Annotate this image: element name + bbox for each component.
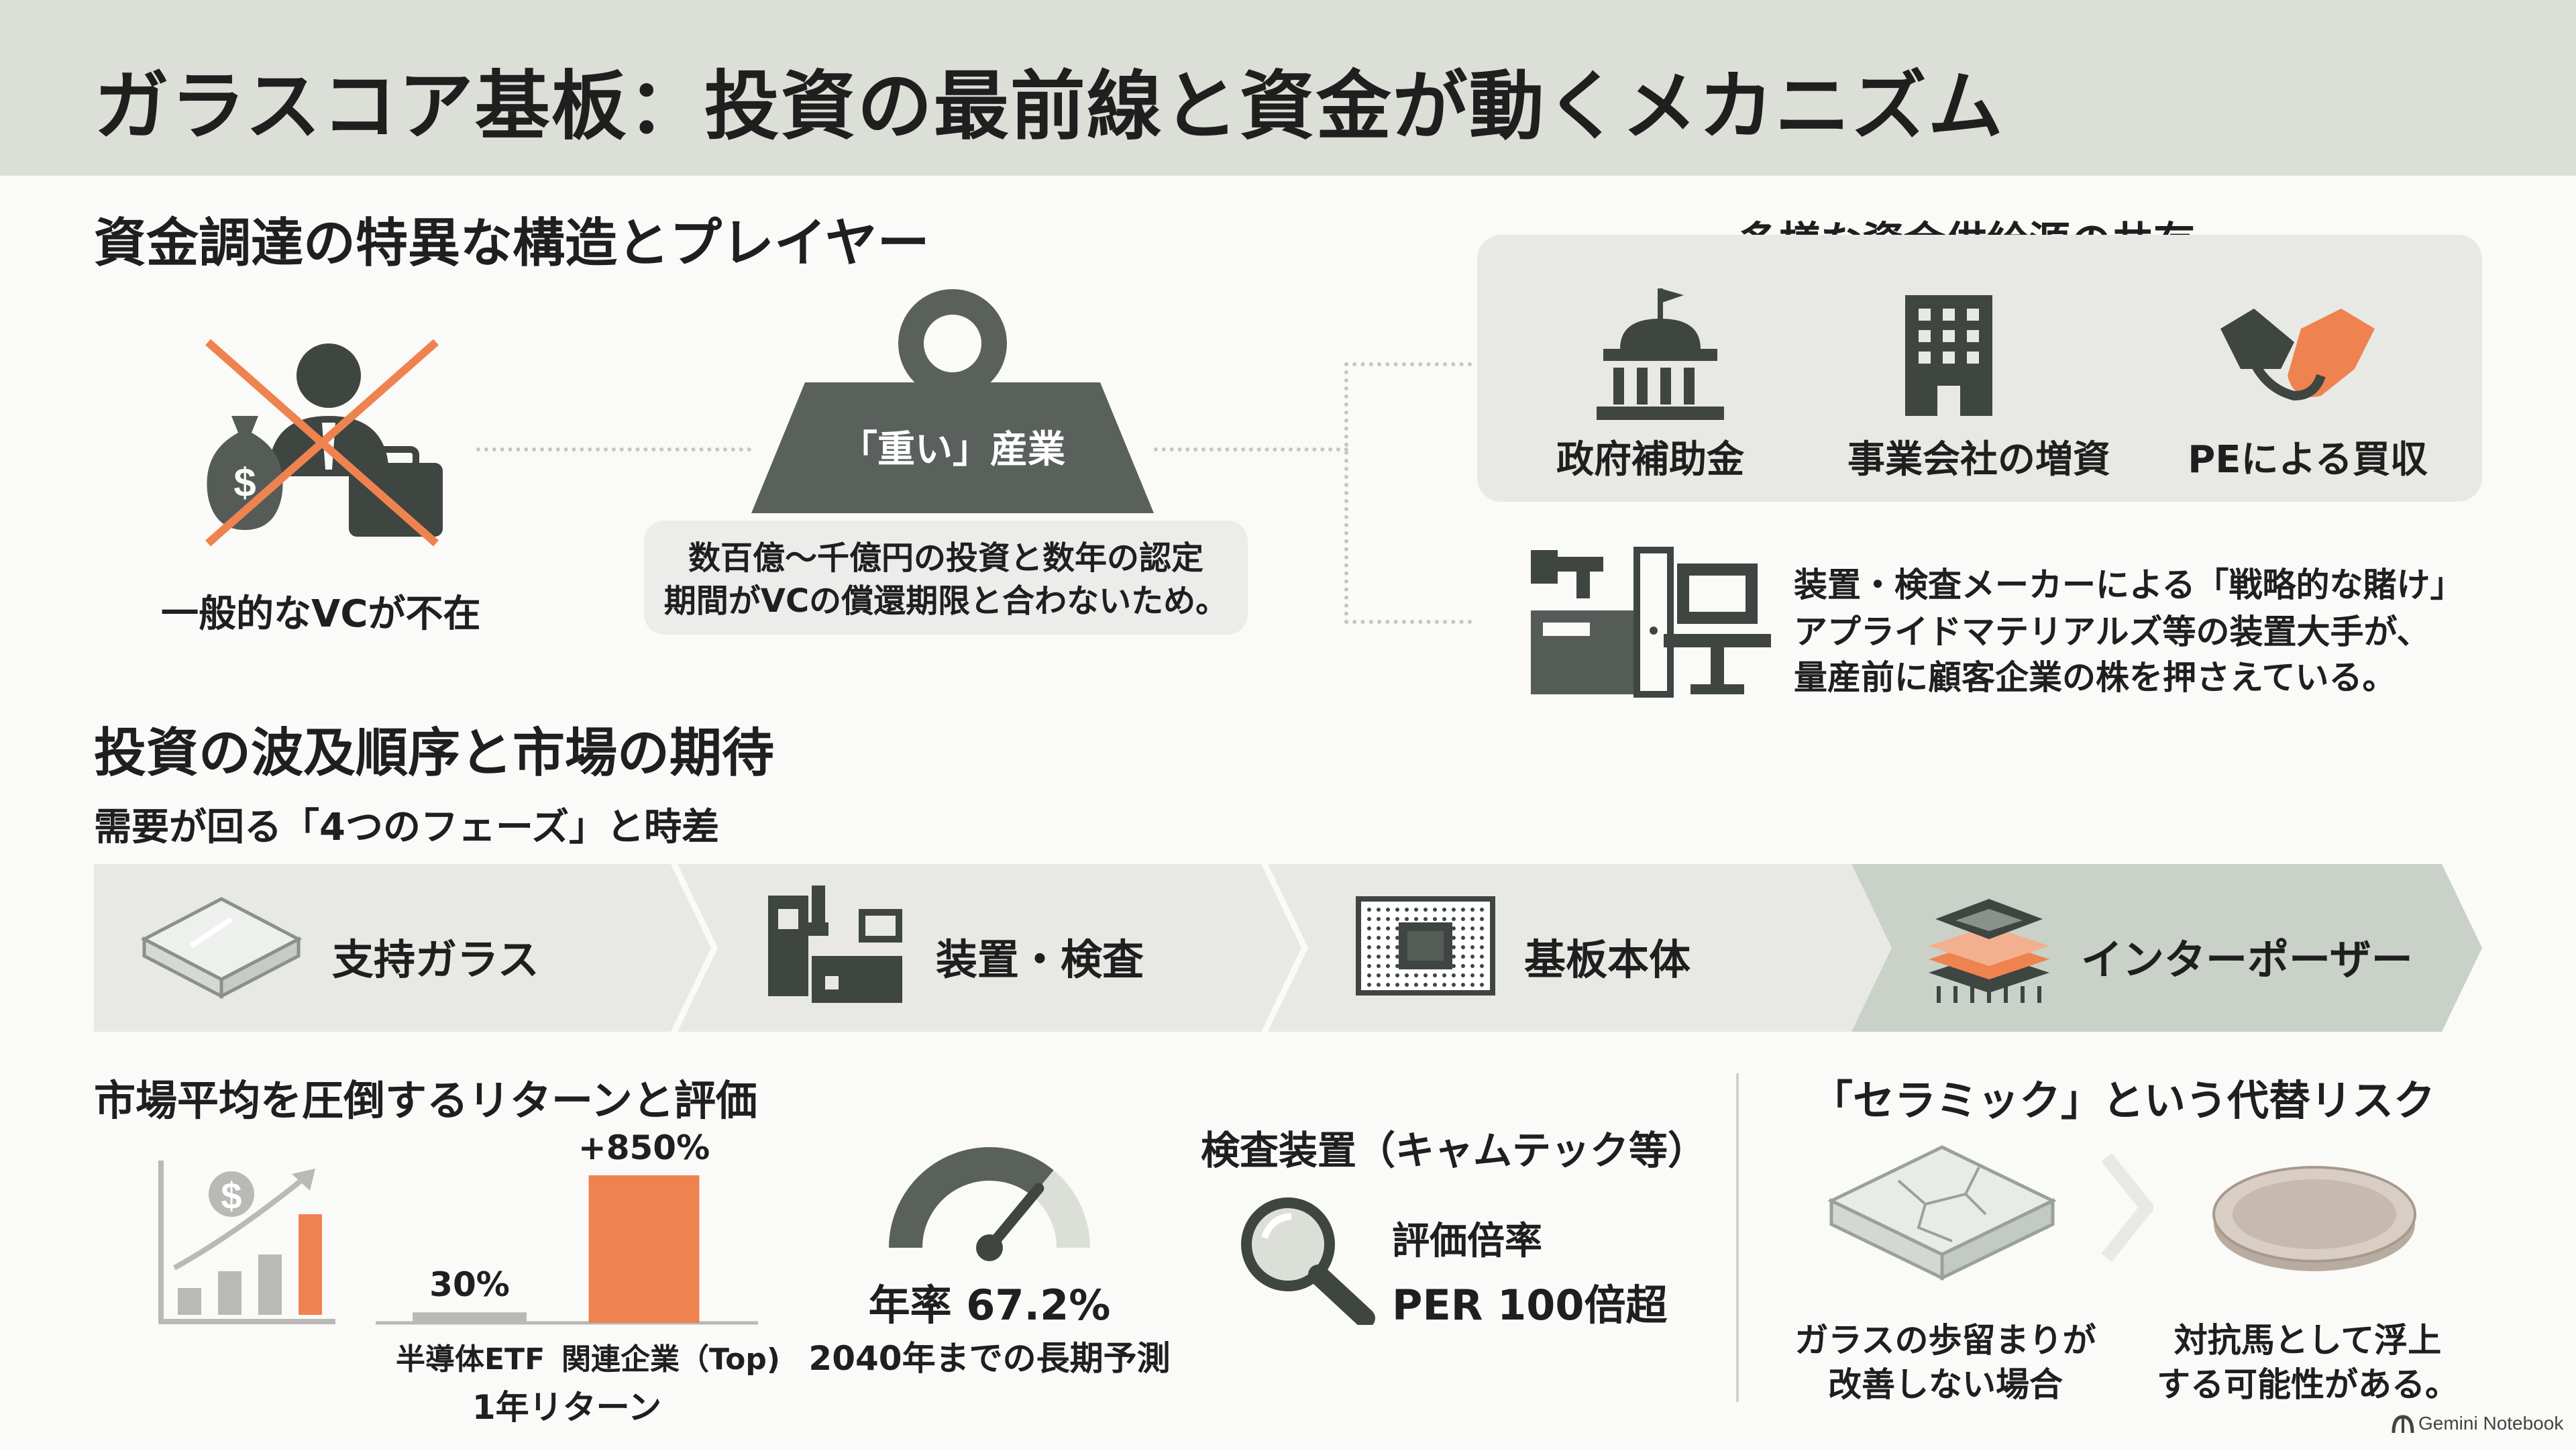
- source-company-label: 事業会社の増資: [1847, 438, 2110, 482]
- phase-2-label: 装置・検査: [936, 935, 1144, 984]
- connector-line: [1154, 447, 1348, 451]
- cracked-glass-icon: [1827, 1145, 2057, 1281]
- inspection-heading: 検査装置（キャムテック等）: [1201, 1128, 1707, 1173]
- bar-2: [588, 1175, 700, 1323]
- heavy-desc-card: [644, 521, 1248, 635]
- phase-chevron-4: [1851, 864, 2482, 1032]
- risk-left-line2: 改善しない場合: [1828, 1365, 2063, 1404]
- category-label-top: 関連企業（Top): [561, 1342, 780, 1377]
- glass-panel-icon: [140, 897, 303, 1000]
- gauge-icon: [889, 1147, 1090, 1261]
- strategic-title: 装置・検査メーカーによる「戦略的な賭け」: [1794, 566, 2464, 604]
- substrate-icon: [1356, 896, 1495, 996]
- heavy-industry-label: 「重い」産業: [840, 428, 1065, 472]
- company-building-icon: [1905, 295, 1992, 416]
- phases-subheading: 需要が回る「4つのフェーズ」と時差: [94, 806, 720, 849]
- cagr-note: 2040年までの長期予測: [808, 1339, 1171, 1378]
- connector-line: [1344, 620, 1472, 624]
- risk-right-line1: 対抗馬として浮上: [2174, 1321, 2442, 1360]
- gauge-hub: [976, 1234, 1003, 1261]
- svg-text:$: $: [233, 460, 256, 505]
- source-government-label: 政府補助金: [1556, 438, 1744, 482]
- risk-left-line1: ガラスの歩留まりが: [1794, 1321, 2096, 1360]
- returns-bar-chart: [376, 1175, 758, 1325]
- risk-right-line2: する可能性がある。: [2157, 1365, 2459, 1404]
- no-vc-label: 一般的なVCが不在: [161, 592, 481, 636]
- government-building-icon: [1597, 288, 1724, 420]
- section-divider: [1736, 1073, 1739, 1402]
- strategic-desc-line2: 量産前に顧客企業の株を押さえている。: [1794, 658, 2396, 697]
- cagr-value: 年率 67.2%: [868, 1281, 1111, 1330]
- strategic-desc-line1: アプライドマテリアルズ等の装置大手が、: [1794, 612, 2430, 651]
- section-heading-funding: 資金調達の特異な構造とプレイヤー: [94, 213, 930, 274]
- bar-value-label-1: 30%: [429, 1265, 510, 1305]
- source-pe-label: PEによる買収: [2188, 438, 2428, 482]
- growth-chart-icon: $: [158, 1161, 335, 1324]
- svg-text:$: $: [221, 1175, 241, 1217]
- phase-chevron-1: [94, 864, 711, 1032]
- interposer-chip-icon: [1929, 899, 2049, 1003]
- bar-value-label-2: +850%: [578, 1128, 710, 1167]
- connector-line: [1344, 362, 1472, 366]
- valuation-label: 評価倍率: [1392, 1220, 1542, 1263]
- equipment-icon: [1531, 547, 1771, 698]
- gemini-notebook-logo-icon: [2392, 1415, 2414, 1434]
- risk-heading: 「セラミック」という代替リスク: [1811, 1076, 2436, 1125]
- handshake-icon: [2220, 309, 2375, 401]
- phase-3-label: 基板本体: [1524, 935, 1691, 984]
- inspection-machine-icon: [768, 885, 902, 1003]
- page-title: ガラスコア基板：投資の最前線と資金が動くメカニズム: [94, 63, 2004, 150]
- no-vc-icon: $: [205, 339, 443, 547]
- magnifier-icon: [1241, 1197, 1375, 1325]
- title-bar: [0, 0, 2576, 176]
- chart-xlabel: 1年リターン: [472, 1388, 662, 1427]
- category-label-etf: 半導体ETF: [396, 1342, 545, 1377]
- heavy-desc-line2: 期間がVCの償還期限と合わないため。: [663, 582, 1228, 620]
- section-heading-investment: 投資の波及順序と市場の期待: [94, 723, 775, 784]
- bar-1: [413, 1312, 527, 1323]
- heavy-desc-line1: 数百億〜千億円の投資と数年の認定: [688, 539, 1203, 577]
- valuation-value: PER 100倍超: [1392, 1281, 1668, 1330]
- footer-brand: Gemini Notebook: [2418, 1413, 2564, 1434]
- weight-icon: [751, 289, 1154, 513]
- returns-heading: 市場平均を圧倒するリターンと評価: [94, 1076, 757, 1125]
- connector-line: [1344, 362, 1348, 624]
- ceramic-disc-icon: [2212, 1166, 2416, 1271]
- arrow-right-icon: [2101, 1154, 2153, 1261]
- phase-4-label: インターポーザー: [2081, 935, 2413, 984]
- phase-1-label: 支持ガラス: [332, 935, 539, 984]
- connector-line: [476, 447, 751, 451]
